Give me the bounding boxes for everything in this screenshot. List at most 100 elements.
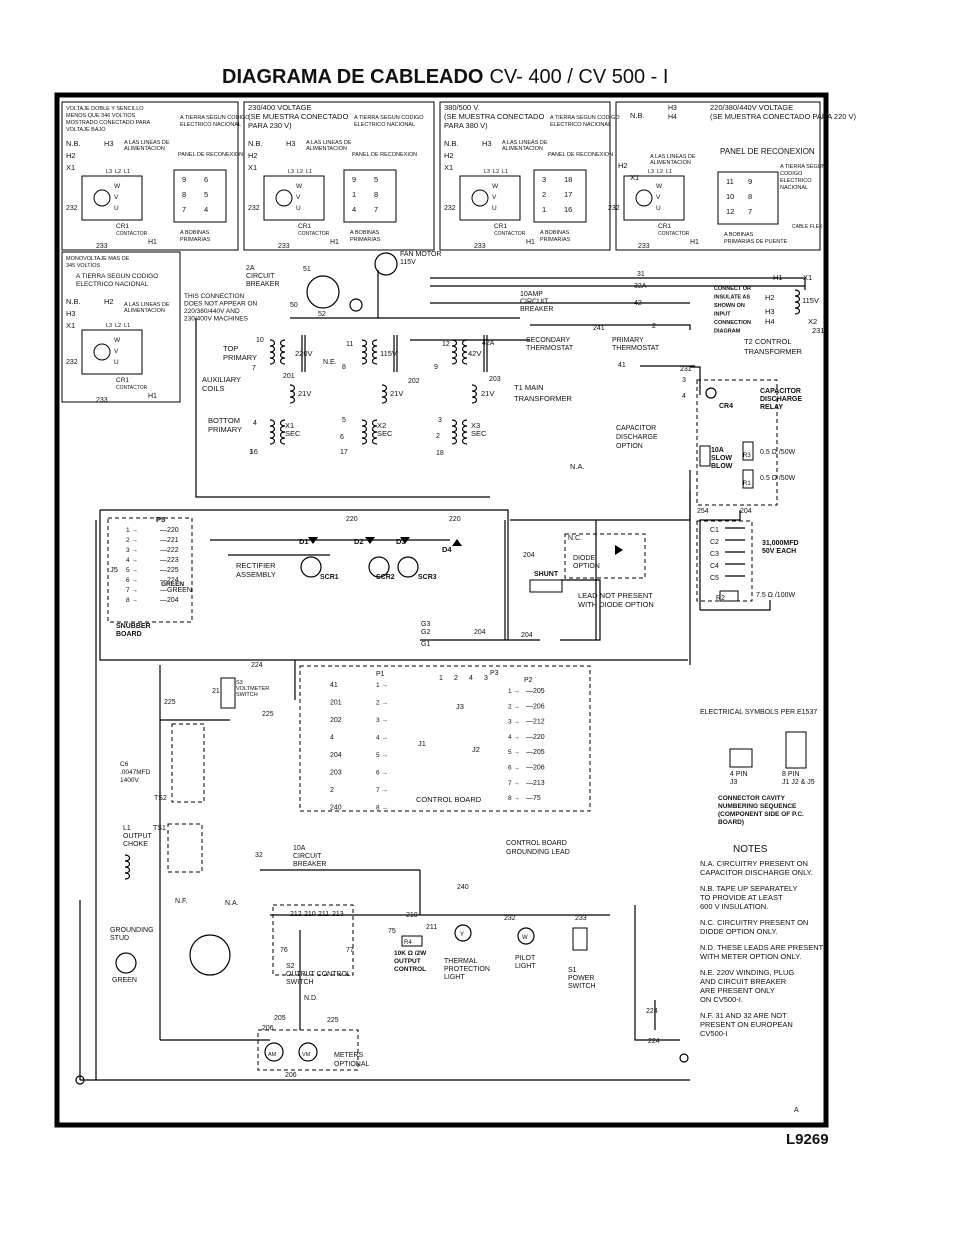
t2-x1: X1 (803, 273, 812, 282)
panel-phase: L2 (493, 169, 499, 175)
panel-terminal-number: 17 (564, 190, 572, 199)
panel-h: N.B. (444, 139, 459, 148)
breaker-10a-bottom-label: BREAKER (293, 861, 326, 868)
j3-label: J3 (456, 702, 464, 711)
panel-wvu: U (296, 205, 301, 212)
breaker-10a-label: CIRCUIT (520, 299, 549, 306)
panel-phase: L2 (297, 169, 303, 175)
v115-label: 115V (380, 349, 397, 358)
panel-wvu: W (296, 183, 303, 190)
this-connection-note: 230/400V MACHINES (184, 316, 249, 323)
primary-thermostat-label: THERMOSTAT (612, 345, 660, 352)
wire-number: 211 (426, 924, 437, 931)
panel-reconex-label: PANEL DE RECONEXION (720, 147, 815, 156)
panel-ground-label: ELECTRICO NACIONAL (550, 122, 611, 128)
panel-terminal-number: 7 (748, 207, 752, 216)
wire-number: G2 (421, 629, 430, 636)
note-6: N.F. 31 AND 32 ARE NOT (700, 1011, 787, 1020)
wire-number: 205 (274, 1015, 286, 1022)
panel-terminal-number: 3 (542, 175, 546, 184)
panel-phase: L2 (657, 169, 663, 175)
r2-resistor (719, 590, 739, 602)
wire-number: 6 (340, 434, 344, 441)
ground-symbol-cap (705, 387, 717, 399)
cavity-label: NUMBERING SEQUENCE (718, 803, 797, 810)
panel-feed-label: ALIMENTACION (124, 146, 165, 152)
s3-label: S3 (236, 680, 243, 686)
diode-label: D3 (396, 537, 406, 546)
wire-number: 3 (438, 417, 442, 424)
j2-pin-number: 7 → (508, 780, 520, 787)
j1-pin-number: 2 → (376, 700, 388, 707)
v21-label-3: 21V (481, 389, 494, 398)
p1-label: P1 (376, 671, 385, 678)
panel-heading: MENOS QUE 346 VOLTIOS (66, 113, 136, 119)
wire-number: 21 (212, 688, 220, 695)
wire-number: G3 (421, 621, 430, 628)
wire-number: 76 (280, 947, 288, 954)
panel-terminal-number: 7 (374, 205, 378, 214)
wire-number: 225 (327, 1017, 339, 1024)
fan-motor-label: 115V (400, 259, 416, 266)
panel-feed-label: ALIMENTACION (650, 160, 691, 166)
top-primary-label: TOP (223, 344, 238, 353)
r2-label: R2 (716, 595, 725, 602)
diode-option-box (564, 533, 646, 579)
panel-terminal-number: 1 (542, 205, 546, 214)
j1-pin-number: 7 → (376, 787, 388, 794)
shunt-symbol (529, 579, 563, 593)
panel-wire: 232 (608, 205, 620, 212)
panel-wire: 232 (66, 359, 78, 366)
s1-label: SWITCH (568, 983, 596, 990)
output-selector-symbol (189, 934, 231, 976)
thermal-label: PROTECTION (444, 966, 490, 973)
panel-terminal-number: 2 (542, 190, 546, 199)
slow-blow-label: SLOW (711, 455, 732, 462)
j2-pin-number: 5 → (508, 749, 520, 756)
panel-motor-symbol (93, 343, 111, 361)
v21-label-2: 21V (390, 389, 403, 398)
panel-heading: 220/380/440V VOLTAGE (710, 103, 793, 112)
diode-option-label: OPTION (573, 563, 600, 570)
wire-number: 224 (251, 662, 263, 669)
t2-label: T2 CONTROL (744, 337, 792, 346)
x-sec-label: SEC (285, 429, 301, 438)
note-5: ARE PRESENT ONLY (700, 986, 775, 995)
panel-coil-label: PRIMARIAS (180, 237, 211, 243)
wire-number: 7 (252, 365, 256, 372)
s2-label: OUTPUT CONTROL (286, 971, 351, 978)
secondary-thermostat-label: SECONDARY (526, 337, 571, 344)
panel-heading: (SE MUESTRA CONECTADO (248, 112, 348, 121)
panel-wvu: V (492, 194, 497, 201)
panel-terminal-number: 5 (204, 190, 208, 199)
note-2: N.B. TAPE UP SEPARATELY (700, 884, 798, 893)
panel-ground-label: ELECTRICO NACIONAL (76, 281, 149, 288)
ts1-label: TS1 (153, 825, 166, 832)
panel-ground-label: NACIONAL (780, 185, 808, 191)
wire-number: 210 (304, 911, 316, 918)
cap-option-label: DISCHARGE (616, 434, 658, 441)
panel-phase: L1 (666, 169, 672, 175)
capacitor-label: C2 (710, 539, 719, 546)
note-4: N.D. THESE LEADS ARE PRESENT (700, 943, 824, 952)
panel-phase: L3 (106, 169, 112, 175)
cr4-label: CR4 (719, 403, 733, 410)
panel-wvu: V (114, 194, 119, 201)
panel-wire: H1 (690, 239, 699, 246)
j1-pin-wire: 201 (330, 700, 342, 707)
breaker-10a-bottom-label: 10A (293, 845, 306, 852)
panel-terminal-number: 1 (352, 190, 356, 199)
panel-ground-label: ELECTRICO (780, 178, 812, 184)
r3-resistor (742, 441, 754, 461)
ohm100-label: 7.5 Ω /100W (756, 592, 795, 599)
panel-reconex-label: PANEL DE RECONEXION (352, 152, 417, 158)
output-control-label: 10K Ω /2W (394, 950, 427, 957)
wire-number: 75 (388, 928, 396, 935)
wire-number: 203 (489, 376, 501, 383)
panel-h: N.B. (66, 297, 81, 306)
wire-number: 201 (283, 373, 295, 380)
panel-box-3 (439, 101, 611, 251)
panel-wire: H1 (148, 393, 157, 400)
